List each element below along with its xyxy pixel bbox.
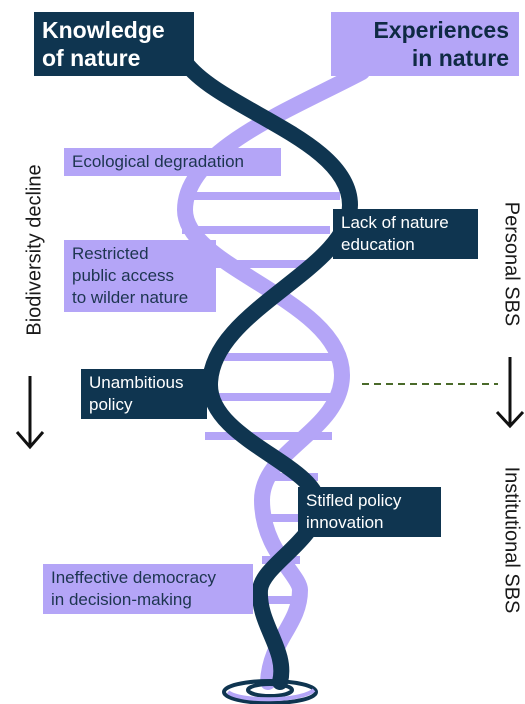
label-stifled-policy-innovation: Stifled policy innovation: [298, 487, 441, 537]
label-ecological-degradation: Ecological degradation: [64, 148, 281, 176]
dark-strand: [177, 54, 359, 690]
personal-sbs-label: Personal SBS: [500, 201, 523, 327]
knowledge-of-nature-title: Knowledge of nature: [34, 12, 194, 76]
experiences-in-nature-title: Experiences in nature: [331, 12, 519, 76]
down-arrow-left-icon: [15, 376, 45, 450]
down-arrow-right-icon: [495, 357, 525, 429]
helix-base-swirl: [222, 679, 318, 704]
label-lack-of-nature-education: Lack of nature education: [333, 209, 478, 259]
label-unambitious-policy: Unambitious policy: [81, 369, 207, 419]
label-restricted-public-access: Restricted public access to wilder natur…: [64, 240, 216, 312]
biodiversity-decline-label: Biodiversity decline: [23, 164, 46, 336]
institutional-sbs-label: Institutional SBS: [500, 466, 523, 614]
label-ineffective-democracy: Ineffective democracy in decision-making: [43, 564, 253, 614]
